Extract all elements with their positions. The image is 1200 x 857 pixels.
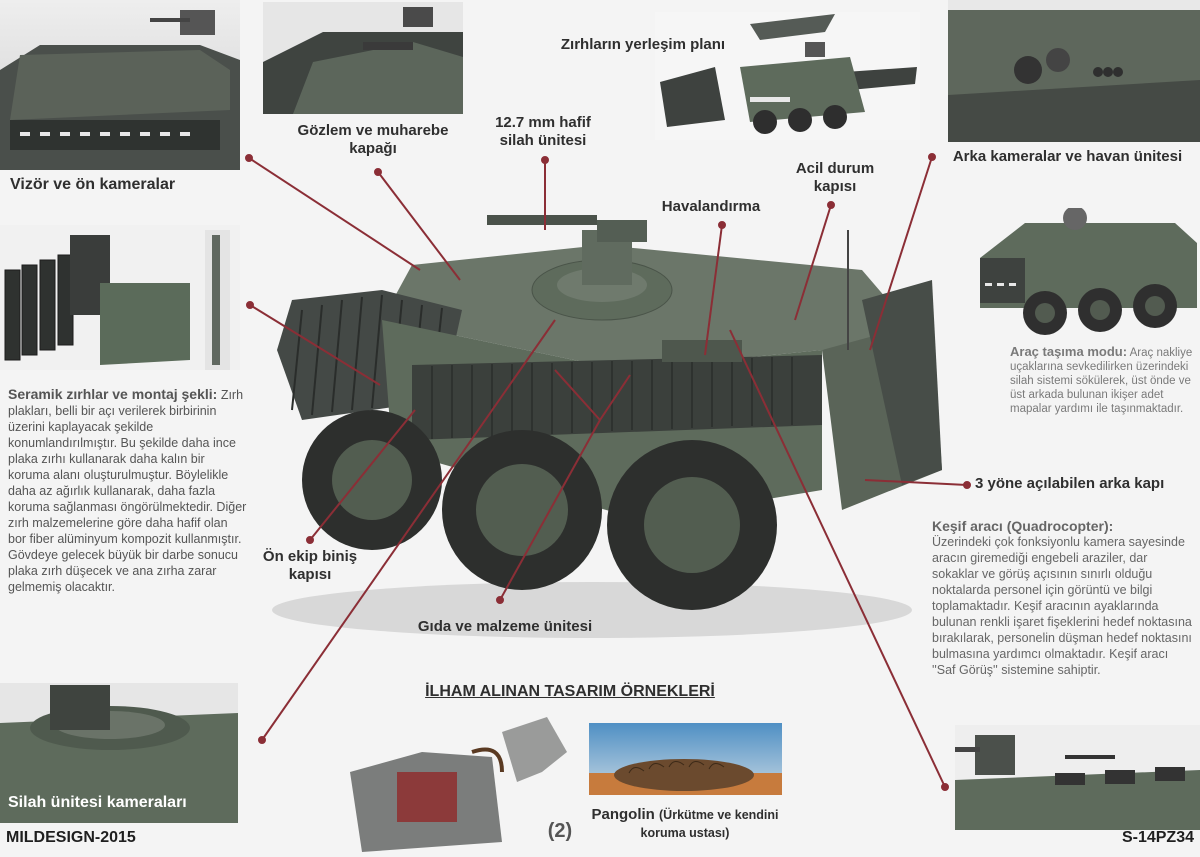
armor-layout-render <box>655 12 920 140</box>
transport-mode-heading: Araç taşıma modu: <box>1010 344 1128 359</box>
front-door-label: Ön ekip biniş kapısı <box>262 548 358 583</box>
transport-mode-body: Araç nakliye uçaklarına sevkedilirken üz… <box>1010 347 1193 415</box>
transport-mode-text: Araç taşıma modu: Araç nakliye uçakların… <box>1010 345 1195 416</box>
ceramic-armor-heading: Seramik zırhlar ve montaj şekli: <box>8 386 218 402</box>
pangolin-note: (Ürkütme ve kendini koruma ustası) <box>640 808 779 840</box>
emergency-door-label: Acil durum kapısı <box>795 160 875 195</box>
ceramic-armor-text: Seramik zırhlar ve montaj şekli: Zırh pl… <box>8 386 248 595</box>
hatch-render <box>263 2 463 114</box>
page-number: (2) <box>547 820 573 842</box>
weapon-cameras-label: Silah ünitesi kameraları <box>8 794 187 811</box>
weapon-unit-label: 12.7 mm hafif silah ünitesi <box>495 114 591 149</box>
transport-mode-render <box>965 208 1200 348</box>
recon-heading: Keşif aracı (Quadrocopter): <box>932 518 1114 534</box>
recon-body: Üzerindeki çok fonksiyonlu kamera sayesi… <box>932 535 1192 677</box>
weapon-cameras-render <box>0 683 238 823</box>
footer-right: S-14PZ34 <box>1121 829 1194 846</box>
inspiration-title: İLHAM ALINAN TASARIM ÖRNEKLERİ <box>425 683 715 700</box>
horse-armor-image <box>342 712 576 857</box>
food-unit-label: Gıda ve malzeme ünitesi <box>417 618 593 635</box>
pangolin-image <box>589 723 782 795</box>
rear-cameras-render <box>948 0 1200 142</box>
footer-left: MILDESIGN-2015 <box>6 829 136 846</box>
quadrocopter-render <box>955 725 1200 830</box>
ceramic-armor-render <box>0 225 240 370</box>
visor-render <box>0 0 240 170</box>
armor-layout-label: Zırhların yerleşim planı <box>560 36 726 53</box>
observation-hatch-label: Gözlem ve muharebe kapağı <box>297 122 449 157</box>
ventilation-label: Havalandırma <box>661 198 761 215</box>
recon-text: Keşif aracı (Quadrocopter): Üzerindeki ç… <box>932 518 1194 678</box>
pangolin-label: Pangolin (Ürkütme ve kendini koruma usta… <box>580 806 790 842</box>
rear-cameras-label: Arka kameralar ve havan ünitesi <box>952 148 1183 165</box>
rear-door-label: 3 yöne açılabilen arka kapı <box>975 475 1165 492</box>
pangolin-name: Pangolin <box>591 806 655 823</box>
main-vehicle-render <box>262 190 950 640</box>
ceramic-armor-body: Zırh plakları, belli bir açı verilerek b… <box>8 388 247 594</box>
visor-label: Vizör ve ön kameralar <box>10 176 176 193</box>
